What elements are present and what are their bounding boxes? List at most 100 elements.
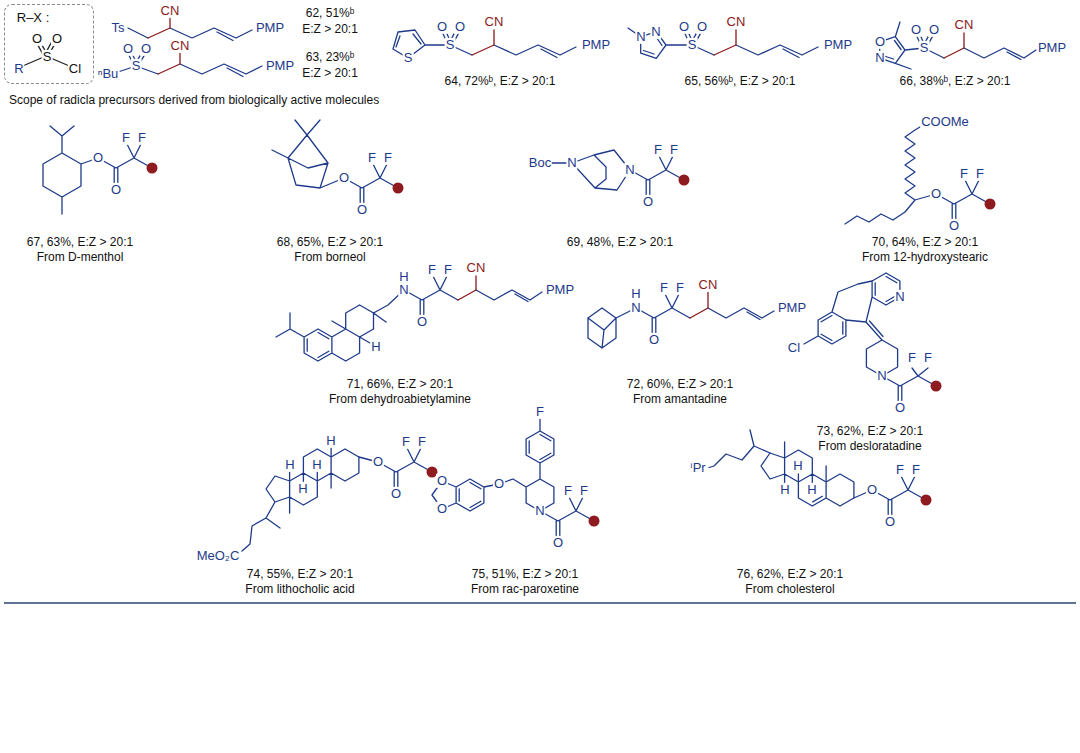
compound-caption: 76, 62%, E:Z > 20:1: [736, 568, 844, 581]
bond-lines: [548, 150, 684, 198]
atom-label: F: [923, 351, 933, 365]
bond-lines: [690, 292, 708, 318]
atom-label: F: [653, 143, 663, 157]
atom-label: ⁱPr: [689, 461, 706, 475]
atom-label: O: [928, 23, 940, 37]
attachment-dot: [679, 175, 690, 186]
attachment-dot: [589, 516, 600, 527]
atom-label: O: [884, 515, 896, 529]
atom-label: F: [579, 484, 589, 498]
atom-label: N: [894, 290, 905, 304]
atom-label: CN: [170, 39, 191, 53]
atom-label: F: [401, 435, 411, 449]
atom-label: PMP: [545, 283, 575, 297]
atom-label: O: [140, 42, 152, 56]
atom-label: O: [678, 20, 690, 34]
source-caption: From cholesterol: [744, 583, 835, 596]
compound-caption: 69, 48%, E:Z > 20:1: [566, 236, 674, 249]
attachment-dot: [985, 199, 996, 210]
bond-lines: [242, 448, 359, 551]
bond-lines: [588, 292, 774, 348]
atom-label: CN: [484, 15, 505, 29]
compound-caption: E:Z > 20:1: [301, 67, 359, 80]
atom-label: O: [356, 203, 368, 217]
compound-caption: 66, 38%ᵇ, E:Z > 20:1: [899, 75, 1012, 88]
atom-label: O: [454, 20, 466, 34]
source-caption: From 12-hydroxystearic: [861, 251, 989, 264]
atom-label: F: [669, 143, 679, 157]
atom-label: O: [874, 35, 886, 49]
atom-label: O: [648, 333, 660, 347]
atom-label: N: [624, 163, 635, 177]
atom-label: O: [552, 536, 564, 550]
bond-lines: [432, 419, 594, 539]
compound-caption: 65, 56%ᵇ, E:Z > 20:1: [684, 75, 797, 88]
atom-label: F: [137, 131, 147, 145]
atom-label: O: [31, 32, 43, 46]
atom-label: S: [919, 41, 930, 55]
atom-label: O: [894, 401, 906, 415]
atom-label: F: [563, 484, 573, 498]
bond-lines: [804, 273, 936, 404]
atom-label: O: [436, 502, 448, 516]
atom-label: H: [792, 459, 803, 473]
compound-caption: E:Z > 20:1: [301, 23, 359, 36]
bond-lines: [944, 33, 964, 58]
bond-lines: [148, 18, 170, 38]
atom-label: Boc: [528, 156, 552, 170]
atom-label: O: [338, 171, 350, 185]
bond-lines: [393, 26, 576, 58]
source-caption: From amantadine: [632, 393, 728, 406]
scheme-rule: [4, 602, 1076, 604]
atom-label: CN: [698, 278, 719, 292]
atom-label: F: [907, 351, 917, 365]
atom-label: O: [51, 32, 63, 46]
atom-label: R–X :: [16, 11, 51, 25]
bond-lines: [158, 53, 180, 74]
atom-label: S: [42, 50, 53, 64]
atom-label: N: [874, 51, 885, 65]
atom-label: H: [311, 458, 322, 472]
atom-label: F: [959, 167, 969, 181]
atom-label: F: [895, 463, 905, 477]
attachment-dot: [147, 163, 158, 174]
compound-caption: 71, 66%, E:Z > 20:1: [346, 378, 454, 391]
atom-label: O: [416, 315, 428, 329]
atom-label: CN: [466, 261, 487, 275]
atom-label: O: [390, 487, 402, 501]
atom-label: R: [13, 62, 24, 76]
atom-label: MeO₂C: [196, 549, 241, 563]
atom-label: PMP: [777, 301, 807, 315]
bond-lines: [472, 30, 494, 55]
atom-label: O: [110, 183, 122, 197]
bond-lines: [43, 126, 152, 214]
bond-lines: [272, 120, 398, 206]
atom-label: O: [122, 42, 134, 56]
source-caption: From lithocholic acid: [244, 583, 355, 596]
atom-label: CN: [160, 4, 181, 18]
atom-label: H: [779, 483, 790, 497]
atom-label: O: [910, 23, 922, 37]
bond-lines: [458, 276, 476, 300]
atom-label: N: [650, 25, 661, 39]
compound-caption: 68, 65%, E:Z > 20:1: [276, 236, 384, 249]
compound-caption: 63, 23%ᵇ: [305, 51, 356, 64]
atom-label: O: [866, 483, 878, 497]
atom-label: N: [534, 504, 545, 518]
compound-caption: 70, 64%, E:Z > 20:1: [871, 236, 979, 249]
atom-label: S: [687, 38, 698, 52]
atom-label: N: [635, 30, 646, 44]
compound-caption: 67, 63%, E:Z > 20:1: [26, 236, 134, 249]
bond-lines: [359, 446, 432, 490]
atom-label: F: [659, 281, 669, 295]
atom-label: PMP: [255, 21, 285, 35]
atom-label: F: [417, 435, 427, 449]
atom-label: S: [445, 38, 456, 52]
atom-label: Ts: [111, 21, 126, 35]
atom-label: F: [911, 463, 921, 477]
atom-label: PMP: [265, 59, 295, 73]
atom-label: H: [284, 458, 295, 472]
source-caption: From dehydroabietylamine: [328, 393, 472, 406]
atom-label: O: [948, 219, 960, 233]
